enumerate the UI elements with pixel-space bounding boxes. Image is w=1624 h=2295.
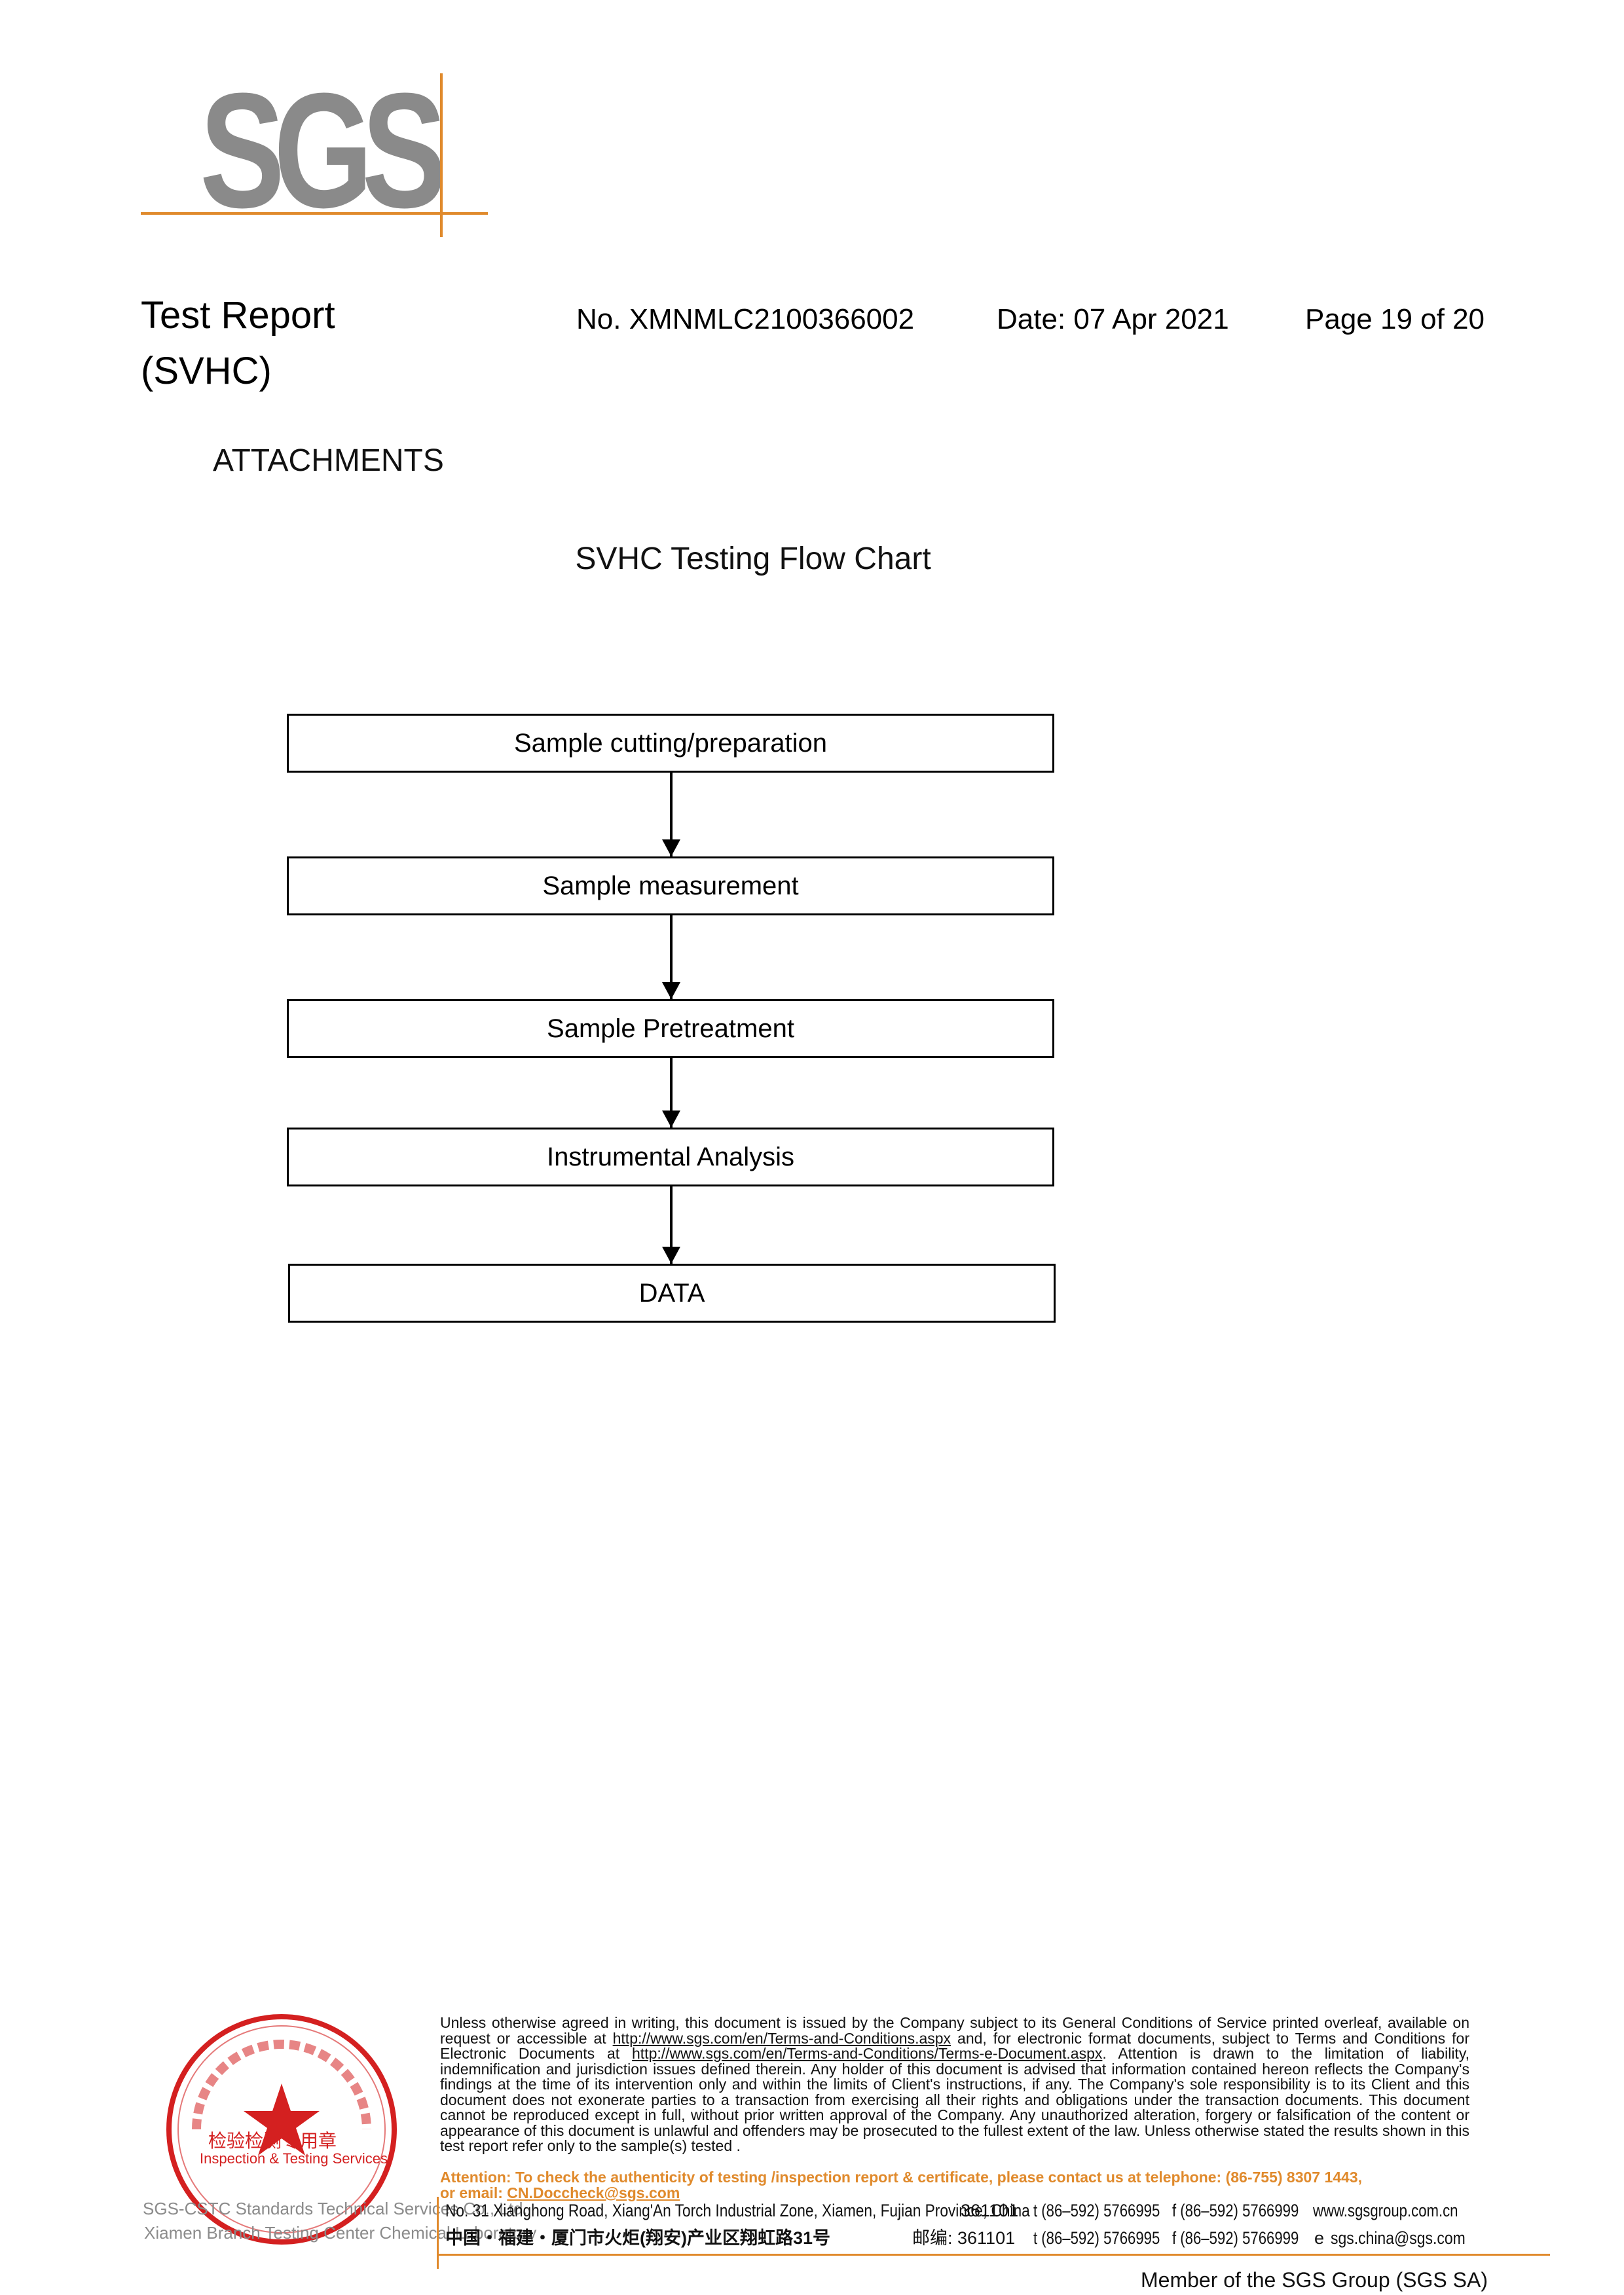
flow-step-sample-cutting: Sample cutting/preparation <box>287 714 1054 773</box>
attention-line: Attention: To check the authenticity of … <box>440 2169 1363 2186</box>
section-heading: ATTACHMENTS <box>213 443 444 478</box>
seal-caption-line2: Xiamen Branch Testing Center Chemical La… <box>144 2223 537 2243</box>
report-subtitle: (SVHC) <box>141 350 272 392</box>
attention-email-line: or email: CN.Doccheck@sgs.com <box>440 2185 1469 2201</box>
email-prefix: e <box>1314 2228 1325 2248</box>
arrow-down-icon <box>662 1247 680 1264</box>
terms-link[interactable]: http://www.sgs.com/en/Terms-and-Conditio… <box>612 2029 951 2047</box>
flow-arrow-2 <box>670 915 673 999</box>
arrow-down-icon <box>662 1111 680 1128</box>
seal-center-text-cn: 检验检测专用章 <box>208 2131 337 2151</box>
flow-step-sample-pretreatment: Sample Pretreatment <box>287 999 1054 1058</box>
logo-horizontal-rule <box>141 212 488 215</box>
authenticity-notice: Attention: To check the authenticity of … <box>440 2169 1469 2201</box>
footer-vertical-rule <box>437 2197 439 2269</box>
footer-disclaimer: Unless otherwise agreed in writing, this… <box>440 2015 1469 2154</box>
report-title: Test Report <box>141 294 335 337</box>
report-number: No. XMNMLC2100366002 <box>576 303 915 335</box>
doccheck-email-link[interactable]: CN.Doccheck@sgs.com <box>507 2184 680 2201</box>
report-date: Date: 07 Apr 2021 <box>997 303 1229 335</box>
fax-english: f (86–592) 5766999 <box>1172 2201 1299 2220</box>
phone-chinese: t (86–592) 5766995 <box>1033 2228 1160 2248</box>
seal-caption-line1: SGS-CSTC Standards Technical Services Co… <box>143 2199 528 2218</box>
flow-step-instrumental-analysis: Instrumental Analysis <box>287 1128 1054 1186</box>
page-number: Page 19 of 20 <box>1305 303 1485 335</box>
address-chinese: 中国・福建・厦门市火炬(翔安)产业区翔虹路31号 <box>445 2228 831 2248</box>
phone-english: t (86–592) 5766995 <box>1033 2201 1160 2220</box>
logo-vertical-rule <box>440 73 443 237</box>
sgs-group-membership: Member of the SGS Group (SGS SA) <box>1141 2268 1488 2292</box>
attention-email-prefix: or email: <box>440 2184 507 2201</box>
footer-horizontal-rule <box>437 2254 1550 2256</box>
flow-arrow-3 <box>670 1058 673 1128</box>
disclaimer-text-2: and, for electronic format documents, su… <box>440 2029 1469 2062</box>
seal-center-text-en: Inspection & Testing Services <box>200 2150 388 2167</box>
email-link[interactable]: sgs.china@sgs.com <box>1331 2228 1466 2248</box>
terms-e-document-link[interactable]: http://www.sgs.com/en/Terms-and-Conditio… <box>632 2045 1103 2062</box>
disclaimer-text-1: Unless otherwise agreed in writing, this… <box>440 2014 1469 2047</box>
postcode-english: 361101 <box>961 2201 1019 2220</box>
disclaimer-text-3: . Attention is drawn to the limitation o… <box>440 2045 1469 2154</box>
sgs-logo-text: SGS <box>200 59 447 242</box>
inspection-seal-stamp <box>157 2005 406 2254</box>
postcode-chinese: 邮编: 361101 <box>912 2228 1016 2248</box>
flow-step-sample-measurement: Sample measurement <box>287 856 1054 915</box>
flow-arrow-4 <box>670 1186 673 1264</box>
address-english: No. 31 Xianghong Road, Xiang'An Torch In… <box>445 2201 1030 2220</box>
flow-step-data: DATA <box>288 1264 1056 1323</box>
website-link[interactable]: www.sgsgroup.com.cn <box>1313 2201 1458 2220</box>
fax-chinese: f (86–592) 5766999 <box>1172 2228 1299 2248</box>
flow-arrow-1 <box>670 773 673 856</box>
arrow-down-icon <box>662 839 680 856</box>
flow-chart-title: SVHC Testing Flow Chart <box>575 542 931 576</box>
arrow-down-icon <box>662 982 680 999</box>
seal-icon <box>166 2014 397 2245</box>
